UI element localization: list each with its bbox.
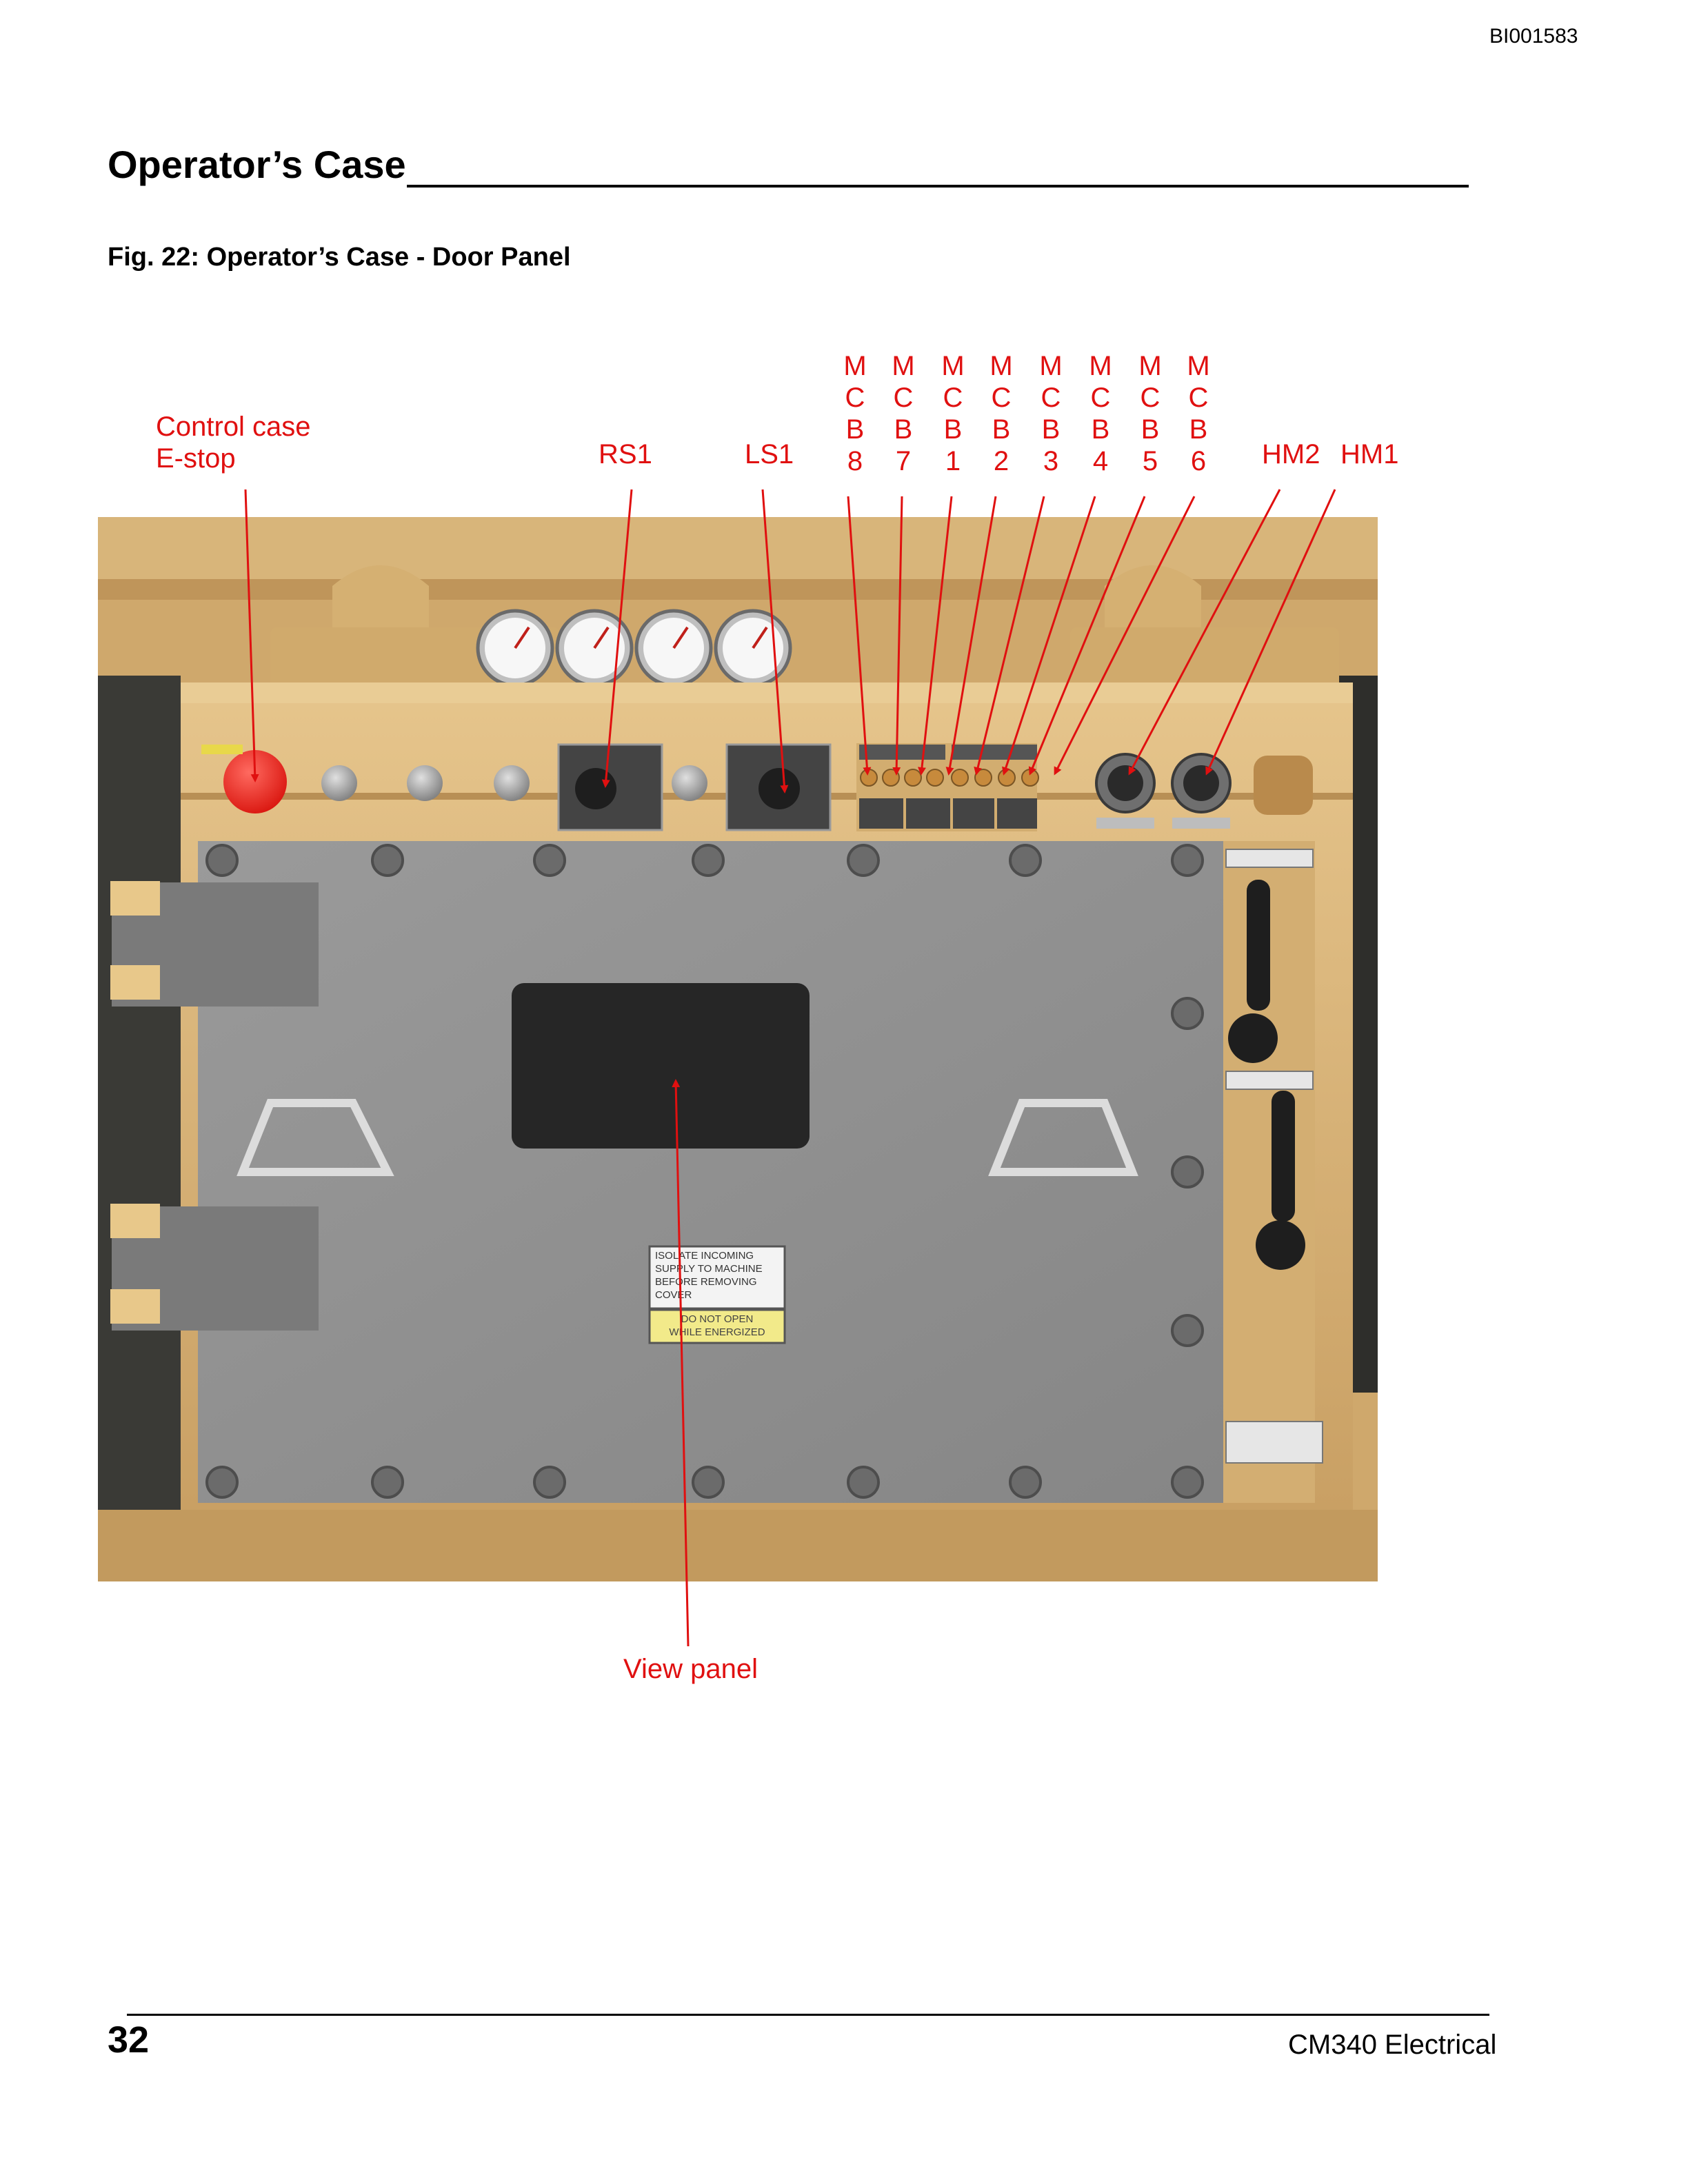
mcb2-callout: M C B 2: [987, 350, 1015, 477]
mcb6-callout: M C B 6: [1185, 350, 1212, 477]
left-dark-gap: [98, 676, 181, 1572]
title-underline: [407, 185, 1469, 188]
mcb-number: 3: [1043, 446, 1059, 476]
mcb-letter: C: [1041, 383, 1061, 413]
estop-callout: Control case E-stop: [156, 411, 311, 474]
lower-isolator-handle: [1272, 1091, 1295, 1222]
mcb-letter: C: [845, 383, 865, 413]
mcb-letter: M: [1138, 351, 1162, 381]
mcb-number: 5: [1142, 446, 1158, 476]
caution-line: DO NOT OPEN: [681, 1313, 754, 1325]
mcb-letter: M: [892, 351, 915, 381]
mcb-number: 4: [1092, 446, 1109, 476]
mcb-letter: B: [1041, 414, 1061, 445]
warning-line: BEFORE REMOVING: [655, 1276, 757, 1288]
operators-case-illustration: ISOLATE INCOMING SUPPLY TO MACHINE BEFOR…: [98, 517, 1378, 1581]
mcb-letter: C: [1140, 383, 1160, 413]
mcb-letter: M: [941, 351, 965, 381]
view-panel-callout: View panel: [623, 1654, 758, 1684]
estop-callout-line2: E-stop: [156, 443, 236, 474]
mcb4-callout: M C B 4: [1087, 350, 1114, 477]
mcb-letter: B: [894, 414, 913, 445]
upper-isolator-handle: [1247, 880, 1270, 1011]
isolate-warning-plate: [648, 1245, 786, 1310]
mcb-letter: C: [991, 383, 1012, 413]
estop-callout-line1: Control case: [156, 412, 311, 442]
rs1-callout: RS1: [599, 439, 652, 469]
mcb-number: 1: [945, 446, 961, 476]
view-window: [512, 983, 810, 1149]
mcb8-callout: M C B 8: [841, 350, 869, 477]
isolate-warning-text: ISOLATE INCOMING SUPPLY TO MACHINE BEFOR…: [655, 1249, 781, 1302]
mcb-letter: M: [843, 351, 867, 381]
mcb-letter: C: [943, 383, 963, 413]
left-handle: [237, 1099, 394, 1176]
mcb-letter: M: [1089, 351, 1112, 381]
mcb-letter: B: [1189, 414, 1208, 445]
mcb-number: 8: [847, 446, 863, 476]
document-id: BI001583: [1489, 25, 1578, 48]
warning-line: ISOLATE INCOMING: [655, 1250, 754, 1262]
figure-caption: Fig. 22: Operator’s Case - Door Panel: [108, 243, 571, 272]
footer-rule: [127, 2014, 1489, 2016]
hm1-callout: HM1: [1340, 439, 1399, 469]
mcb-letter: M: [989, 351, 1013, 381]
pressure-gauges: [476, 609, 792, 687]
mcb-letter: B: [992, 414, 1011, 445]
mcb-letter: B: [1091, 414, 1110, 445]
ls1-callout: LS1: [745, 439, 794, 469]
mcb-letter: B: [845, 414, 865, 445]
mcb-letter: M: [1039, 351, 1063, 381]
certification-plate: [1225, 1421, 1323, 1464]
mcb-letter: M: [1187, 351, 1210, 381]
mcb-letter: C: [1188, 383, 1209, 413]
mcb1-callout: M C B 1: [939, 350, 967, 477]
section-title: Operator’s Case: [108, 143, 406, 186]
mcb3-callout: M C B 3: [1037, 350, 1065, 477]
mcb-number: 6: [1190, 446, 1207, 476]
mcb-letter: B: [1141, 414, 1160, 445]
mcb-number: 7: [895, 446, 912, 476]
hm2-callout: HM2: [1262, 439, 1320, 469]
do-not-open-plate: [648, 1308, 786, 1344]
do-not-open-text: DO NOT OPEN WHILE ENERGIZED: [650, 1313, 785, 1339]
mcb-letter: C: [1090, 383, 1111, 413]
warning-line: COVER: [655, 1289, 692, 1301]
right-handle: [988, 1099, 1138, 1176]
estop-button: [223, 750, 287, 813]
mcb5-callout: M C B 5: [1136, 350, 1164, 477]
warning-line: SUPPLY TO MACHINE: [655, 1263, 763, 1275]
mcb-number: 2: [993, 446, 1009, 476]
mcb7-callout: M C B 7: [890, 350, 917, 477]
page-number: 32: [108, 2019, 150, 2061]
mcb-letter: C: [893, 383, 914, 413]
caution-line: WHILE ENERGIZED: [669, 1326, 765, 1338]
document-name: CM340 Electrical: [1288, 2030, 1497, 2060]
mcb-letter: B: [943, 414, 963, 445]
